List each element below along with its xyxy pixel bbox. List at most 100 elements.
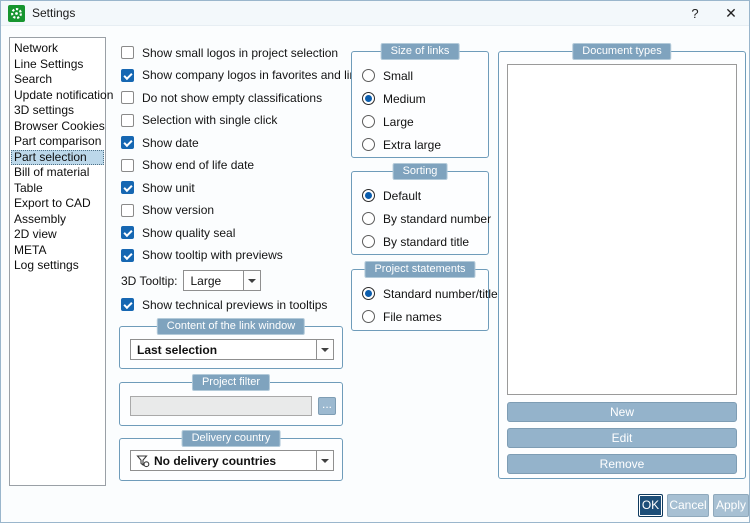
radio-standard-number[interactable] [362,212,375,225]
checkbox-empty-classifications[interactable] [121,91,134,104]
radio-row-large[interactable]: Large [362,114,488,129]
radio-row-default[interactable]: Default [362,188,488,203]
checkbox-row-empty-classifications[interactable]: Do not show empty classifications [121,90,353,105]
radio-label: Medium [383,91,426,106]
edit-button[interactable]: Edit [507,428,737,448]
radio-row-small[interactable]: Small [362,68,488,83]
checkbox-label: Show unit [142,180,195,195]
checkbox-small-logos[interactable] [121,46,134,59]
radio-row-medium[interactable]: Medium [362,91,488,106]
sidebar-item-table[interactable]: Table [14,180,43,195]
sidebar-item-2d-view[interactable]: 2D view [14,227,57,241]
checkbox-company-logos[interactable] [121,68,134,82]
3d-tooltip-label: 3D Tooltip: [121,273,178,288]
checkbox-label: Do not show empty classifications [142,90,323,105]
ok-button[interactable]: OK [638,494,663,517]
radio-row-standard-title[interactable]: By standard title [362,234,488,249]
filter-icon [136,454,150,467]
radio-small[interactable] [362,69,375,82]
checkbox-label: Show end of life date [142,158,255,172]
sidebar-item-assembly[interactable]: Assembly [14,211,67,226]
link-window-dropdown[interactable]: Last selection [130,339,334,360]
radio-medium[interactable] [362,92,375,105]
help-button[interactable]: ? [691,6,699,21]
checkbox-row-end-of-life[interactable]: Show end of life date [121,158,353,173]
checkbox-label: Show small logos in project selection [142,45,339,60]
checkbox-label: Show company logos in favorites and link… [142,68,369,82]
project-statements-group: Project statements Standard number/title… [351,261,498,331]
new-button[interactable]: New [507,402,737,422]
sidebar-item-network[interactable]: Network [14,41,59,55]
checkbox-row-tooltip-previews[interactable]: Show tooltip with previews [121,248,353,263]
remove-button[interactable]: Remove [507,454,737,474]
radio-row-extra-large[interactable]: Extra large [362,137,488,152]
radio-default[interactable] [362,189,375,202]
radio-label: Small [383,68,414,83]
radio-extra-large[interactable] [362,138,375,151]
checkbox-single-click[interactable] [121,113,134,127]
checkbox-end-of-life[interactable] [121,158,134,172]
radio-file-names[interactable] [362,310,375,323]
sidebar-item-part-selection[interactable]: Part selection [11,149,104,165]
sidebar-item-bill-of-material[interactable]: Bill of material [14,165,90,179]
part-selection-options: Show small logos in project selection Sh… [121,45,368,320]
sorting-group-title: Sorting [392,163,448,180]
sidebar-item-3d-settings[interactable]: 3D settings [14,103,75,117]
radio-row-file-names[interactable]: File names [362,309,488,324]
checkbox-label: Show date [142,135,199,150]
checkbox-tooltip-previews[interactable] [121,248,134,262]
document-types-list[interactable] [507,64,737,395]
document-types-group-title: Document types [572,43,672,60]
checkbox-show-date[interactable] [121,136,134,149]
radio-label: Extra large [383,137,442,152]
sidebar-item-line-settings[interactable]: Line Settings [14,56,84,71]
apply-button[interactable]: Apply [713,494,749,517]
3d-tooltip-dropdown[interactable]: Large [183,270,262,291]
radio-row-standard-number-title[interactable]: Standard number/title [362,286,498,301]
delivery-country-dropdown[interactable]: No delivery countries [130,450,334,471]
checkbox-row-small-logos[interactable]: Show small logos in project selection [121,45,353,60]
app-logo-icon [8,5,25,22]
document-types-group: Document types New Edit Remove [498,43,746,479]
checkbox-row-company-logos[interactable]: Show company logos in favorites and link… [121,68,368,83]
sidebar-item-log-settings[interactable]: Log settings [14,258,79,272]
delivery-country-value-wrap: No delivery countries [131,451,316,470]
radio-standard-number-title[interactable] [362,287,375,300]
checkbox-row-show-version[interactable]: Show version [121,203,353,218]
sidebar-item-update-notification[interactable]: Update notification [14,87,114,102]
checkbox-show-unit[interactable] [121,181,134,194]
checkbox-label: Show tooltip with previews [142,248,283,262]
sidebar-item-search[interactable]: Search [14,72,53,86]
radio-label: By standard title [383,234,470,249]
checkbox-show-version[interactable] [121,203,134,217]
checkbox-label: Show technical previews in tooltips [142,297,328,312]
checkbox-quality-seal[interactable] [121,226,134,239]
sidebar-item-part-comparison[interactable]: Part comparison [14,134,102,148]
sidebar-item-meta[interactable]: META [14,242,47,257]
project-filter-group: Project filter ... [119,374,343,426]
sidebar-item-browser-cookies[interactable]: Browser Cookies [14,118,105,133]
checkbox-technical-previews[interactable] [121,298,134,311]
checkbox-row-technical-previews[interactable]: Show technical previews in tooltips [121,297,353,312]
checkbox-row-quality-seal[interactable]: Show quality seal [121,225,353,240]
radio-large[interactable] [362,115,375,128]
radio-row-standard-number[interactable]: By standard number [362,211,492,226]
checkbox-row-show-date[interactable]: Show date [121,135,353,150]
close-icon[interactable]: ✕ [725,5,737,21]
checkbox-row-show-unit[interactable]: Show unit [121,180,353,195]
size-of-links-group: Size of links Small Medium Large Extra l… [351,43,489,158]
window-title: Settings [32,6,76,20]
radio-label: Large [383,114,414,129]
chevron-down-icon[interactable] [316,451,333,470]
cancel-button[interactable]: Cancel [667,494,709,517]
sidebar-item-export-to-cad[interactable]: Export to CAD [14,196,91,210]
radio-standard-title[interactable] [362,235,375,248]
link-window-group-title: Content of the link window [156,318,306,335]
link-window-dropdown-value: Last selection [137,342,218,357]
chevron-down-icon[interactable] [316,340,333,359]
chevron-down-icon[interactable] [243,271,261,290]
checkbox-row-single-click[interactable]: Selection with single click [121,113,353,128]
browse-button[interactable]: ... [318,397,336,415]
radio-label: By standard number [383,211,492,226]
